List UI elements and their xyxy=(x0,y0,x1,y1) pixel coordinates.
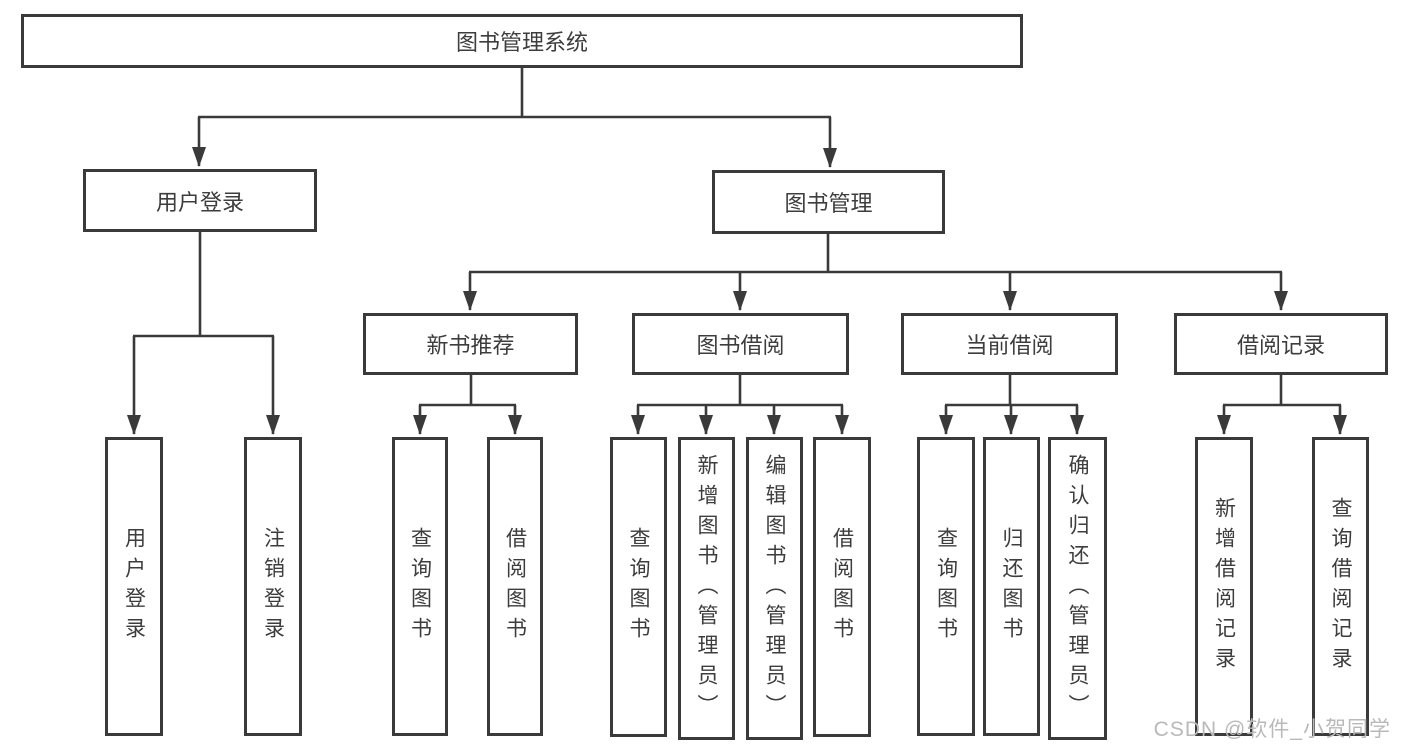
node-book-management: 图书管理 xyxy=(712,170,945,234)
leaf-edit-book-admin: 编辑图书（管理员） xyxy=(746,437,803,740)
node-current-borrow: 当前借阅 xyxy=(901,313,1118,375)
leaf-borrow-books-recommend: 借阅图书 xyxy=(487,437,543,736)
node-borrow-records: 借阅记录 xyxy=(1174,313,1388,375)
node-new-book-recommend: 新书推荐 xyxy=(363,313,578,375)
leaf-return-book: 归还图书 xyxy=(983,437,1040,736)
leaf-logout: 注销登录 xyxy=(244,437,302,736)
leaf-add-book-admin: 新增图书（管理员） xyxy=(678,437,735,740)
leaf-query-books-recommend: 查询图书 xyxy=(392,437,448,736)
node-book-borrow: 图书借阅 xyxy=(632,313,849,375)
node-user-login: 用户登录 xyxy=(83,169,317,232)
leaf-borrow-books: 借阅图书 xyxy=(813,437,871,737)
leaf-user-login: 用户登录 xyxy=(105,437,163,736)
node-library-management-system: 图书管理系统 xyxy=(21,14,1023,68)
leaf-query-borrow-record: 查询借阅记录 xyxy=(1312,437,1369,736)
leaf-query-books-borrow: 查询图书 xyxy=(610,437,667,737)
leaf-confirm-return-admin: 确认归还（管理员） xyxy=(1048,437,1107,740)
leaf-query-books-current: 查询图书 xyxy=(917,437,975,736)
leaf-add-borrow-record: 新增借阅记录 xyxy=(1195,437,1253,736)
csdn-watermark: CSDN @软件_小贺同学 xyxy=(1153,718,1391,741)
